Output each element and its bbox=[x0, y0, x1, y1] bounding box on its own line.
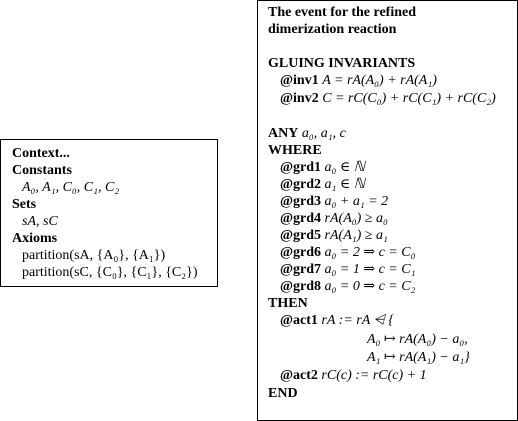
action-expr: rC(c) := rC(c) + 1 bbox=[321, 368, 427, 383]
axioms-heading: Axioms bbox=[12, 231, 58, 246]
any-clause: ANY a₀, a₁, c bbox=[268, 126, 346, 142]
action-expr: rA := rA ⩤ { bbox=[321, 313, 394, 328]
guard-row: @grd2 a₁ ∈ ℕ bbox=[280, 177, 365, 193]
guard-row: @grd6 a₀ = 2 ⇒ c = C₀ bbox=[280, 245, 415, 261]
constants-heading: Constants bbox=[12, 163, 72, 178]
action-row: @act2 rC(c) := rC(c) + 1 bbox=[280, 368, 427, 384]
axiom-item: partition(sC, {C₀}, {C₁}, {C₂}) bbox=[22, 265, 198, 280]
end-keyword: END bbox=[268, 386, 298, 401]
guard-row: @grd1 a₀ ∈ ℕ bbox=[280, 160, 365, 176]
guard-expr: a₀ + a₁ = 2 bbox=[324, 194, 389, 209]
event-panel: The event for the refined dimerization r… bbox=[257, 0, 518, 421]
guard-expr: a₀ ∈ ℕ bbox=[324, 160, 365, 175]
axiom-item: partition(sA, {A₀}, {A₁}) bbox=[22, 248, 166, 263]
guard-row: @grd8 a₀ = 0 ⇒ c = C₂ bbox=[280, 279, 415, 295]
then-keyword: THEN bbox=[268, 296, 308, 311]
guard-expr: a₀ = 0 ⇒ c = C₂ bbox=[324, 279, 416, 294]
action-continuation: A₀ ↦ rA(A₀) − a₀, bbox=[367, 332, 468, 347]
action-label: @act1 bbox=[280, 313, 318, 328]
sets-heading: Sets bbox=[12, 197, 37, 212]
sets-list: sA, sC bbox=[22, 214, 58, 229]
guard-label: @grd8 bbox=[280, 279, 322, 294]
guard-row: @grd7 a₀ = 1 ⇒ c = C₁ bbox=[280, 262, 415, 278]
any-keyword: ANY bbox=[268, 126, 299, 141]
guard-label: @grd4 bbox=[280, 211, 322, 226]
invariant-label: @inv2 bbox=[280, 91, 319, 106]
guard-expr: rA(A₁) ≥ a₁ bbox=[324, 228, 388, 243]
invariant-expr: C = rC(C₀) + rC(C₁) + rC(C₂) bbox=[322, 91, 496, 106]
guard-expr: a₀ = 2 ⇒ c = C₀ bbox=[324, 245, 416, 260]
guard-row: @grd5 rA(A₁) ≥ a₁ bbox=[280, 228, 388, 244]
guard-row: @grd4 rA(A₀) ≥ a₀ bbox=[280, 211, 388, 227]
any-params: a₀, a₁, c bbox=[301, 126, 346, 141]
context-panel: Context... Constants A₀, A₁, C₀, C₁, C₂ … bbox=[0, 139, 218, 287]
guard-row: @grd3 a₀ + a₁ = 2 bbox=[280, 194, 388, 210]
invariant-label: @inv1 bbox=[280, 73, 319, 88]
guard-expr: a₁ ∈ ℕ bbox=[324, 177, 365, 192]
invariant-expr: A = rA(A₀) + rA(A₁) bbox=[322, 73, 437, 88]
guard-label: @grd5 bbox=[280, 228, 322, 243]
guard-label: @grd1 bbox=[280, 160, 322, 175]
guard-label: @grd7 bbox=[280, 262, 322, 277]
action-label: @act2 bbox=[280, 368, 318, 383]
guard-expr: rA(A₀) ≥ a₀ bbox=[324, 211, 388, 226]
guard-label: @grd3 bbox=[280, 194, 322, 209]
action-continuation: A₁ ↦ rA(A₁) − a₁} bbox=[367, 350, 470, 365]
event-title-line2: dimerization reaction bbox=[268, 22, 397, 37]
guard-label: @grd2 bbox=[280, 177, 322, 192]
where-keyword: WHERE bbox=[268, 143, 322, 158]
event-title: The event for the refined bbox=[268, 5, 417, 20]
invariant-row: @inv1 A = rA(A₀) + rA(A₁) bbox=[280, 73, 437, 89]
guard-expr: a₀ = 1 ⇒ c = C₁ bbox=[324, 262, 416, 277]
context-title: Context... bbox=[12, 146, 70, 161]
guard-label: @grd6 bbox=[280, 245, 322, 260]
gluing-invariants-heading: GLUING INVARIANTS bbox=[268, 56, 416, 71]
invariant-row: @inv2 C = rC(C₀) + rC(C₁) + rC(C₂) bbox=[280, 91, 496, 107]
action-row: @act1 rA := rA ⩤ { bbox=[280, 313, 394, 329]
constants-list: A₀, A₁, C₀, C₁, C₂ bbox=[22, 180, 120, 195]
